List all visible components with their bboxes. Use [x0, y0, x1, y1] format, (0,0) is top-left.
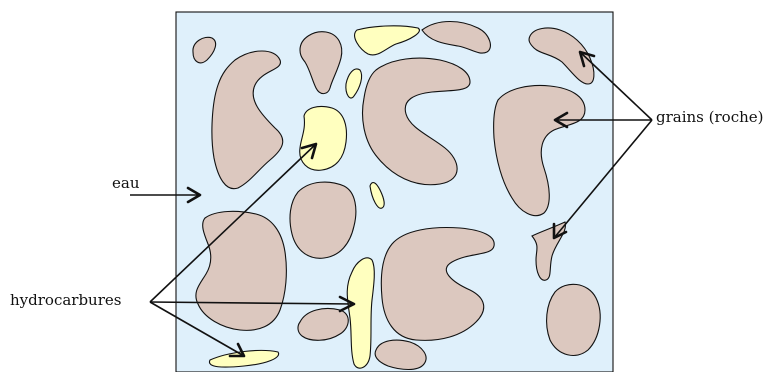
hydrocarbon-droplet	[300, 106, 347, 170]
arrow-eau	[130, 188, 200, 202]
label-hydrocarbures: hydrocarbures	[10, 291, 121, 309]
label-eau: eau	[112, 174, 140, 192]
label-grains: grains (roche)	[656, 108, 763, 126]
rock-grain	[196, 211, 287, 330]
rock-grain	[547, 284, 601, 355]
